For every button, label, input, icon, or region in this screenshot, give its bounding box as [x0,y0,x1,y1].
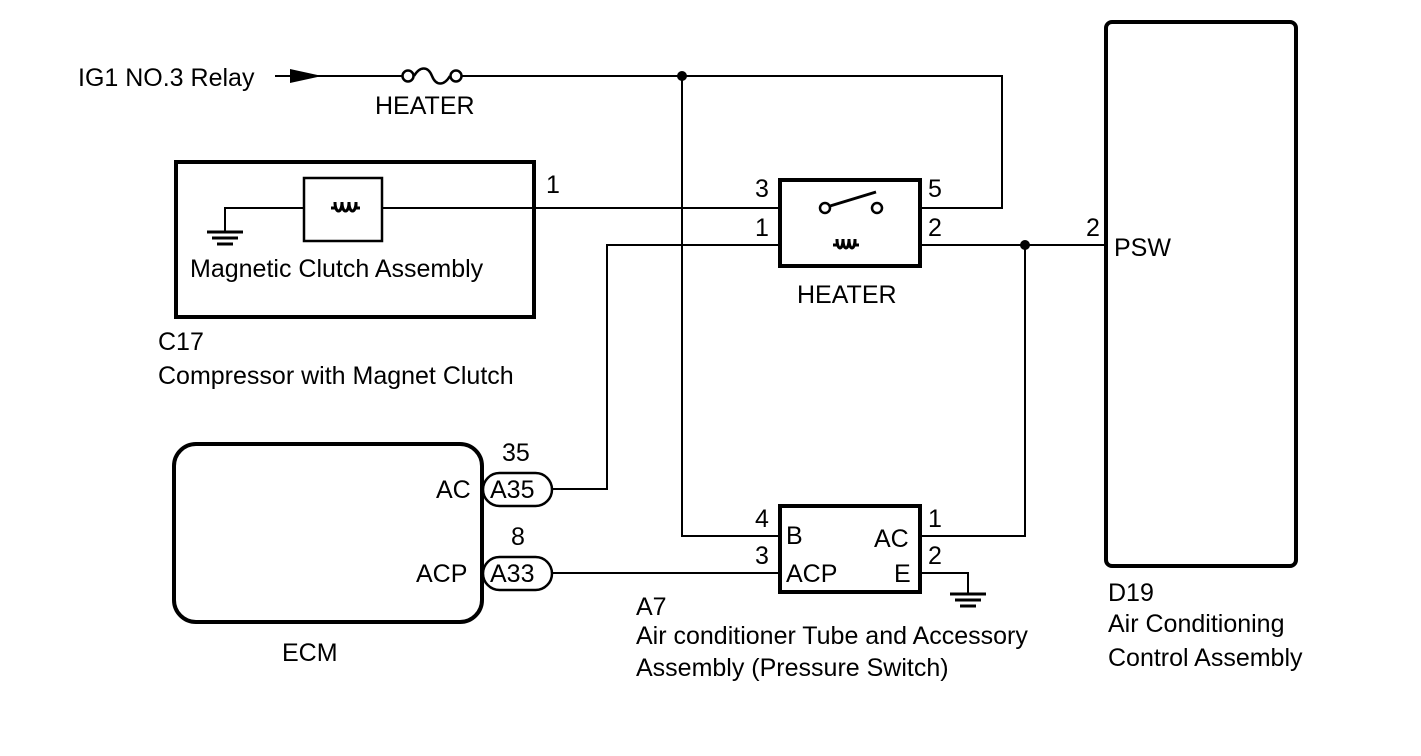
switch-pin-1: 1 [928,505,942,533]
switch-pin-3-label: ACP [786,560,837,588]
switch-pin-1-label: AC [874,525,909,553]
switch-name-line2: Assembly (Pressure Switch) [636,654,949,682]
clutch-coil-box [302,176,384,243]
connector-a33 [481,555,554,592]
ecm-terminal-acp: 8 ACP A33 [416,523,554,592]
connector-a35-label: A35 [490,476,534,504]
wire-junction-to-switch-pin4 [681,76,780,537]
ac-control-code: D19 [1108,579,1154,607]
relay-pin-1: 1 [755,214,769,242]
ecm-terminal-acp-pin: 8 [511,523,525,551]
connector-a33-label: A33 [490,560,534,588]
relay-pin-2: 2 [928,214,942,242]
compressor-pin: 1 [546,171,560,199]
switch-pin-4-label: B [786,522,803,550]
source-label: IG1 NO.3 Relay [78,64,255,92]
relay-box [778,178,922,268]
ac-control-name-line1: Air Conditioning [1108,610,1285,638]
ecm-terminal-acp-label: ACP [416,560,467,588]
ecm-terminal-ac-label: AC [436,476,471,504]
switch-pin-2: 2 [928,542,942,570]
pressure-switch-box [778,504,922,594]
relay-switch-icon [818,190,884,215]
coil-icon [331,201,360,213]
wire-fuse-to-relay-pin5 [462,75,1003,209]
junction-dot-fuse [677,71,687,81]
ac-control-name-line2: Control Assembly [1108,644,1303,672]
wire-switch-e-to-ground [920,572,969,594]
compressor-box [174,160,536,319]
relay-coil-icon [833,238,859,250]
ac-control-box [1104,20,1298,568]
wires [224,75,1106,594]
source-arrow-icon [290,69,322,83]
connector-a35 [481,471,554,508]
wire-psw-to-switch-pin1 [920,245,1026,537]
switch-code: A7 [636,593,667,621]
ecm-box [172,442,484,624]
ground-icon [950,592,986,608]
ecm-terminal-ac-pin: 35 [502,439,530,467]
compressor-name: Compressor with Magnet Clutch [158,362,514,390]
fuse-label: HEATER [375,92,475,120]
ac-control-pin: 2 [1086,214,1100,242]
relay-pin-3: 3 [755,175,769,203]
switch-pin-2-label: E [894,560,911,588]
fuse-icon [401,67,463,85]
relay-pin-5: 5 [928,175,942,203]
ac-control-terminal: PSW [1114,234,1171,262]
switch-pin-4: 4 [755,505,769,533]
relay-label: HEATER [797,281,897,309]
ecm-terminal-ac: 35 AC A35 [436,439,554,508]
ecm-label: ECM [282,639,338,667]
junction-dot-psw [1020,240,1030,250]
wire-clutch-to-relay-pin3 [224,207,304,232]
switch-name-line1: Air conditioner Tube and Accessory [636,622,1028,650]
switch-pin-3: 3 [755,542,769,570]
ground-icon [207,230,243,246]
wire-ecm-ac-to-relay-pin1 [552,244,780,490]
compressor-code: C17 [158,328,204,356]
clutch-label: Magnetic Clutch Assembly [190,255,484,283]
